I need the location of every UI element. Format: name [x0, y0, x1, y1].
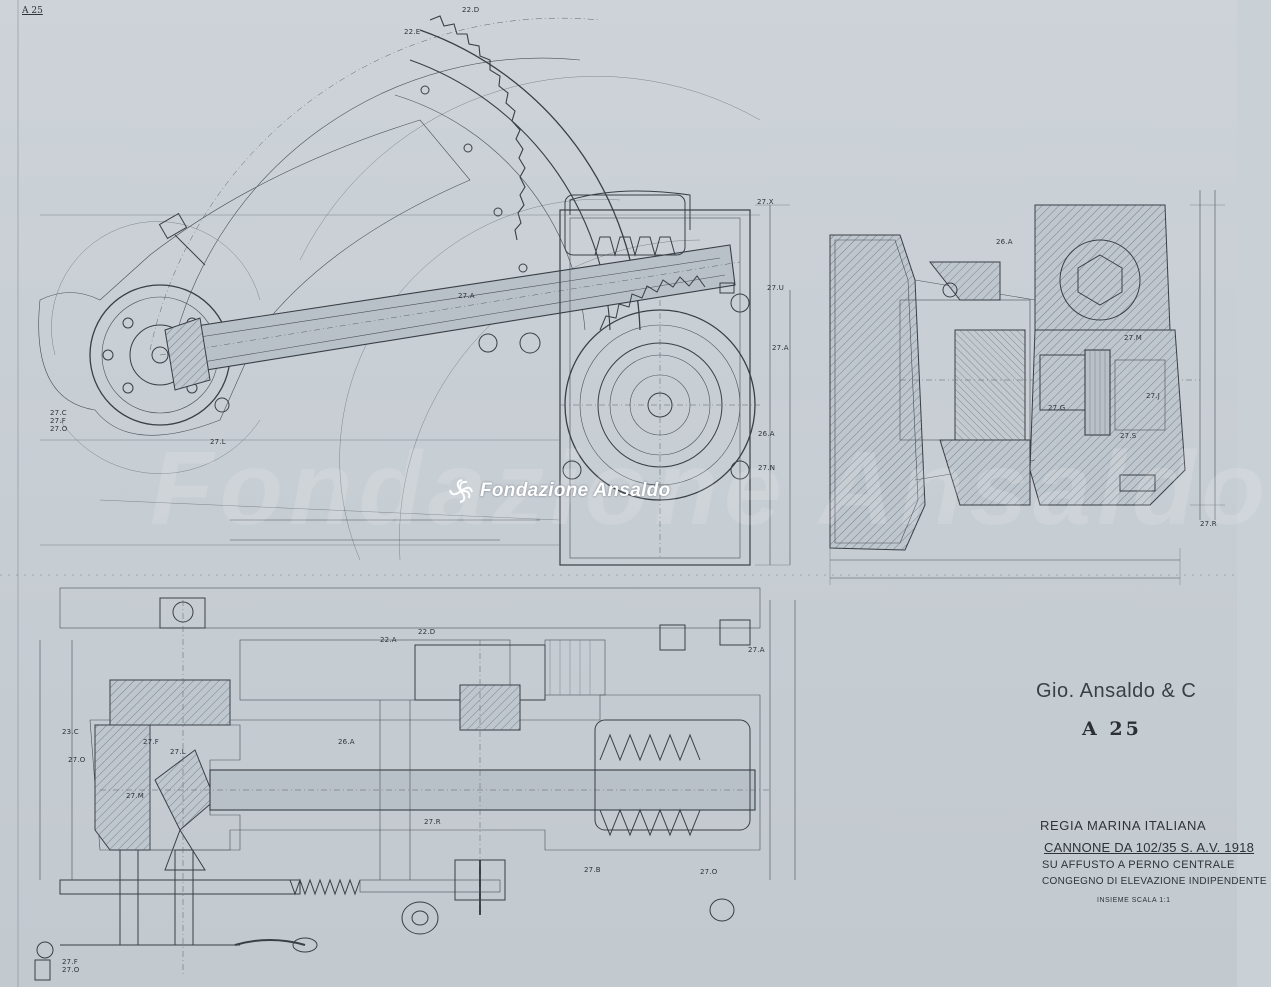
part-label: 27.F [62, 958, 78, 966]
part-label: 27.L [170, 748, 186, 756]
top-left-view [38, 15, 791, 566]
corner-drawing-ref: A 25 [22, 6, 43, 16]
part-label: 27.J [1146, 392, 1160, 400]
part-label: 22.D [462, 6, 480, 14]
part-label: 27.R [1200, 520, 1217, 528]
title-mount: SU AFFUSTO A PERNO CENTRALE [1042, 859, 1235, 871]
part-label: 27.O [50, 425, 68, 433]
part-label: 27.U [767, 284, 785, 292]
part-label: 27.R [424, 818, 441, 826]
part-label: 22.A [380, 636, 397, 644]
part-label: 27.F [50, 417, 66, 425]
part-label: 22.D [418, 628, 436, 636]
part-label: 27.B [584, 866, 601, 874]
part-label: 27.C [50, 409, 67, 417]
part-label: 27.O [700, 868, 718, 876]
part-label: 27.A [458, 292, 475, 300]
drawing-number: A 25 [1082, 718, 1142, 740]
title-navy: REGIA MARINA ITALIANA [1040, 818, 1207, 833]
title-scale: INSIEME SCALA 1:1 [1097, 897, 1171, 904]
watermark-text: Fondazione Ansaldo [480, 480, 671, 501]
part-label: 26.A [758, 430, 775, 438]
part-label: 27.L [210, 438, 226, 446]
part-label: 27.O [62, 966, 80, 974]
part-label: 27.M [1124, 334, 1142, 342]
part-label: 27.N [758, 464, 776, 472]
company-name: Gio. Ansaldo & C [1036, 680, 1197, 702]
part-label: 26.A [996, 238, 1013, 246]
part-label: 22.E [404, 28, 421, 36]
part-label: 27.G [1048, 404, 1066, 412]
top-right-view [829, 190, 1225, 585]
part-label: 27.A [772, 344, 789, 352]
part-label: 27.X [757, 198, 774, 206]
title-gun: CANNONE DA 102/35 S. A.V. 1918 [1044, 840, 1255, 855]
part-label: 26.A [338, 738, 355, 746]
part-label: 27.A [748, 646, 765, 654]
bottom-left-view [34, 587, 796, 981]
part-label: 27.S [1120, 432, 1137, 440]
technical-drawing [0, 0, 1237, 987]
part-label: 27.O [68, 756, 86, 764]
watermark-logo: Fondazione Ansaldo [448, 478, 670, 504]
part-label: 27.M [126, 792, 144, 800]
title-mechanism: CONGEGNO DI ELEVAZIONE INDIPENDENTE [1042, 876, 1267, 887]
ansaldo-logo-icon [449, 479, 473, 503]
part-label: 27.F [143, 738, 159, 746]
part-label: 23.C [62, 728, 79, 736]
